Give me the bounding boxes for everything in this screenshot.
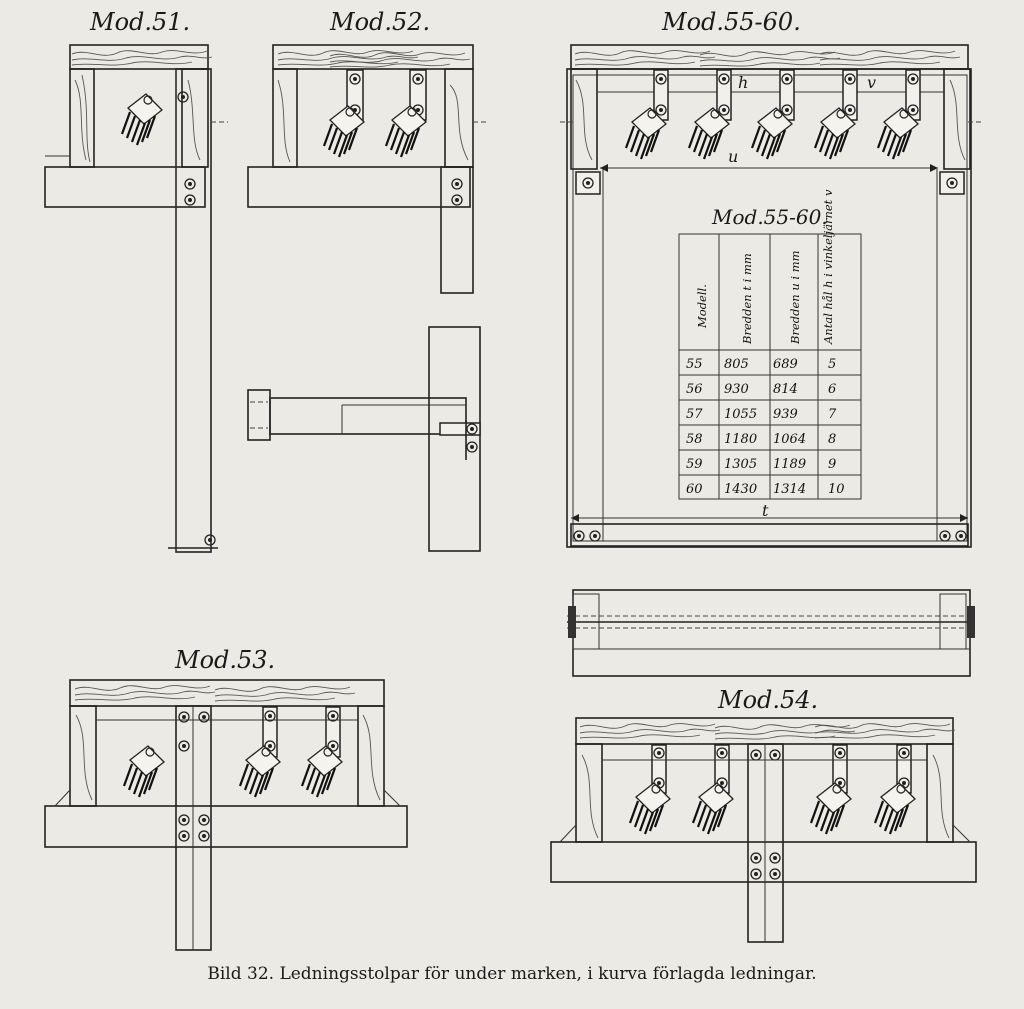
table-cell: 60 xyxy=(686,482,703,497)
table-header-width-u: Bredden u i mm xyxy=(788,250,802,345)
table-cell: 939 xyxy=(773,407,798,422)
mod52-label: Mod.52. xyxy=(329,8,430,36)
table-header-model: Modell. xyxy=(695,284,709,329)
dimension-h: h xyxy=(738,73,748,92)
table-cell: 1305 xyxy=(724,457,757,472)
table-cell: 1314 xyxy=(773,482,806,497)
table-cell: 1180 xyxy=(724,432,757,447)
dimension-table: Mod.55-60. Modell. Bredden t i mm Bredde… xyxy=(678,189,862,500)
dimension-t: t xyxy=(762,501,769,520)
table-cell: 8 xyxy=(828,432,836,447)
table-cell: 805 xyxy=(724,357,749,372)
table-cell: 1189 xyxy=(773,457,806,472)
table-cell: 5 xyxy=(828,357,836,372)
mod54-drawing: Mod.54. xyxy=(550,686,977,943)
table-cell: 1055 xyxy=(724,407,757,422)
mod53-label: Mod.53. xyxy=(174,646,275,674)
table-cell: 59 xyxy=(686,457,703,472)
mod51-drawing: Mod.51. xyxy=(44,8,228,553)
table-title: Mod.55-60. xyxy=(711,205,828,229)
table-cell: 57 xyxy=(686,407,703,422)
table-cell: 1064 xyxy=(773,432,806,447)
table-cell: 689 xyxy=(773,357,798,372)
dimension-v: v xyxy=(867,73,876,92)
mod52-drawing: Mod.52. xyxy=(247,8,488,552)
dimension-u: u xyxy=(728,147,738,166)
table-cell: 7 xyxy=(828,407,837,422)
mod55-60-drawing: Mod.55-60. xyxy=(560,8,984,548)
mod55-60-side-view xyxy=(567,589,975,677)
mod55-60-label: Mod.55-60. xyxy=(661,8,801,36)
mod54-label: Mod.54. xyxy=(717,686,818,714)
figure-caption: Bild 32. Ledningsstolpar för under marke… xyxy=(207,964,817,984)
table-cell: 10 xyxy=(828,482,845,497)
table-cell: 1430 xyxy=(724,482,757,497)
table-header-holes-h: Antal hål h i vinkeljärnet v xyxy=(821,189,835,345)
table-cell: 9 xyxy=(828,457,836,472)
table-cell: 58 xyxy=(686,432,703,447)
mod53-drawing: Mod.53. xyxy=(44,646,408,951)
table-cell: 930 xyxy=(724,382,749,397)
mod51-label: Mod.51. xyxy=(89,8,190,36)
table-header-width-t: Bredden t i mm xyxy=(740,253,754,345)
table-cell: 814 xyxy=(773,382,798,397)
table-body: 55 805 689 5 56 930 814 6 57 1055 939 7 58 1180 1064 8 5… xyxy=(686,357,845,497)
table-cell: 55 xyxy=(686,357,703,372)
table-cell: 6 xyxy=(828,382,836,397)
table-cell: 56 xyxy=(686,382,703,397)
